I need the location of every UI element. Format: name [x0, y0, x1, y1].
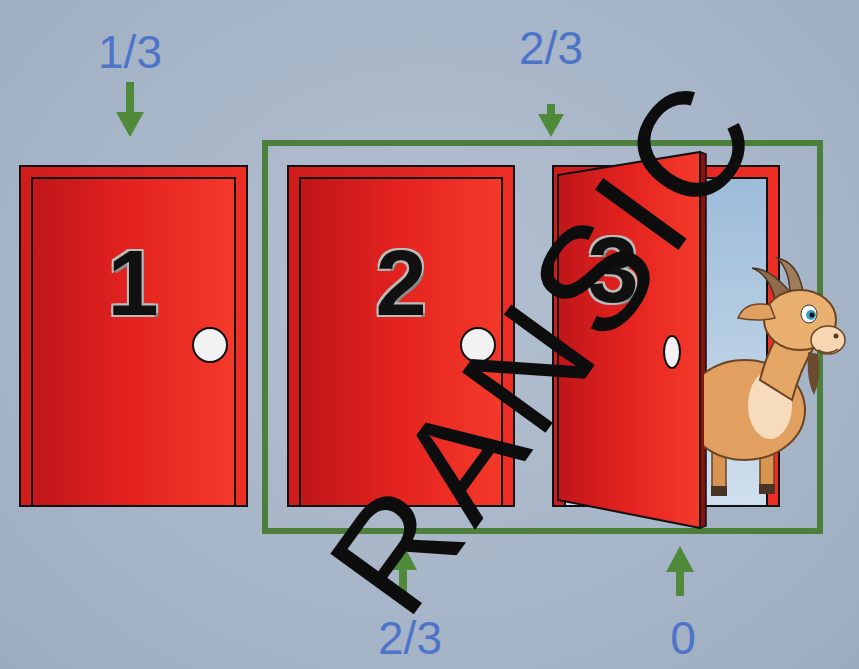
pointer-arrow [126, 82, 134, 116]
pointer-arrow [676, 568, 684, 596]
probability-label: 1/3 [98, 29, 162, 75]
goat-illustration [704, 258, 845, 496]
door-number: 2 [375, 237, 426, 329]
door-knob [193, 328, 227, 362]
door: 1 [20, 166, 247, 506]
arrow-head [666, 546, 694, 572]
door-shape [20, 166, 247, 506]
door-number: 1 [107, 237, 158, 329]
arrow-head [538, 114, 564, 137]
probability-label: 2/3 [519, 25, 583, 71]
door-knob [664, 336, 680, 368]
door-panel [32, 178, 235, 506]
arrow-head [116, 112, 144, 137]
probability-label: 0 [670, 615, 696, 661]
door-frame [20, 166, 247, 506]
